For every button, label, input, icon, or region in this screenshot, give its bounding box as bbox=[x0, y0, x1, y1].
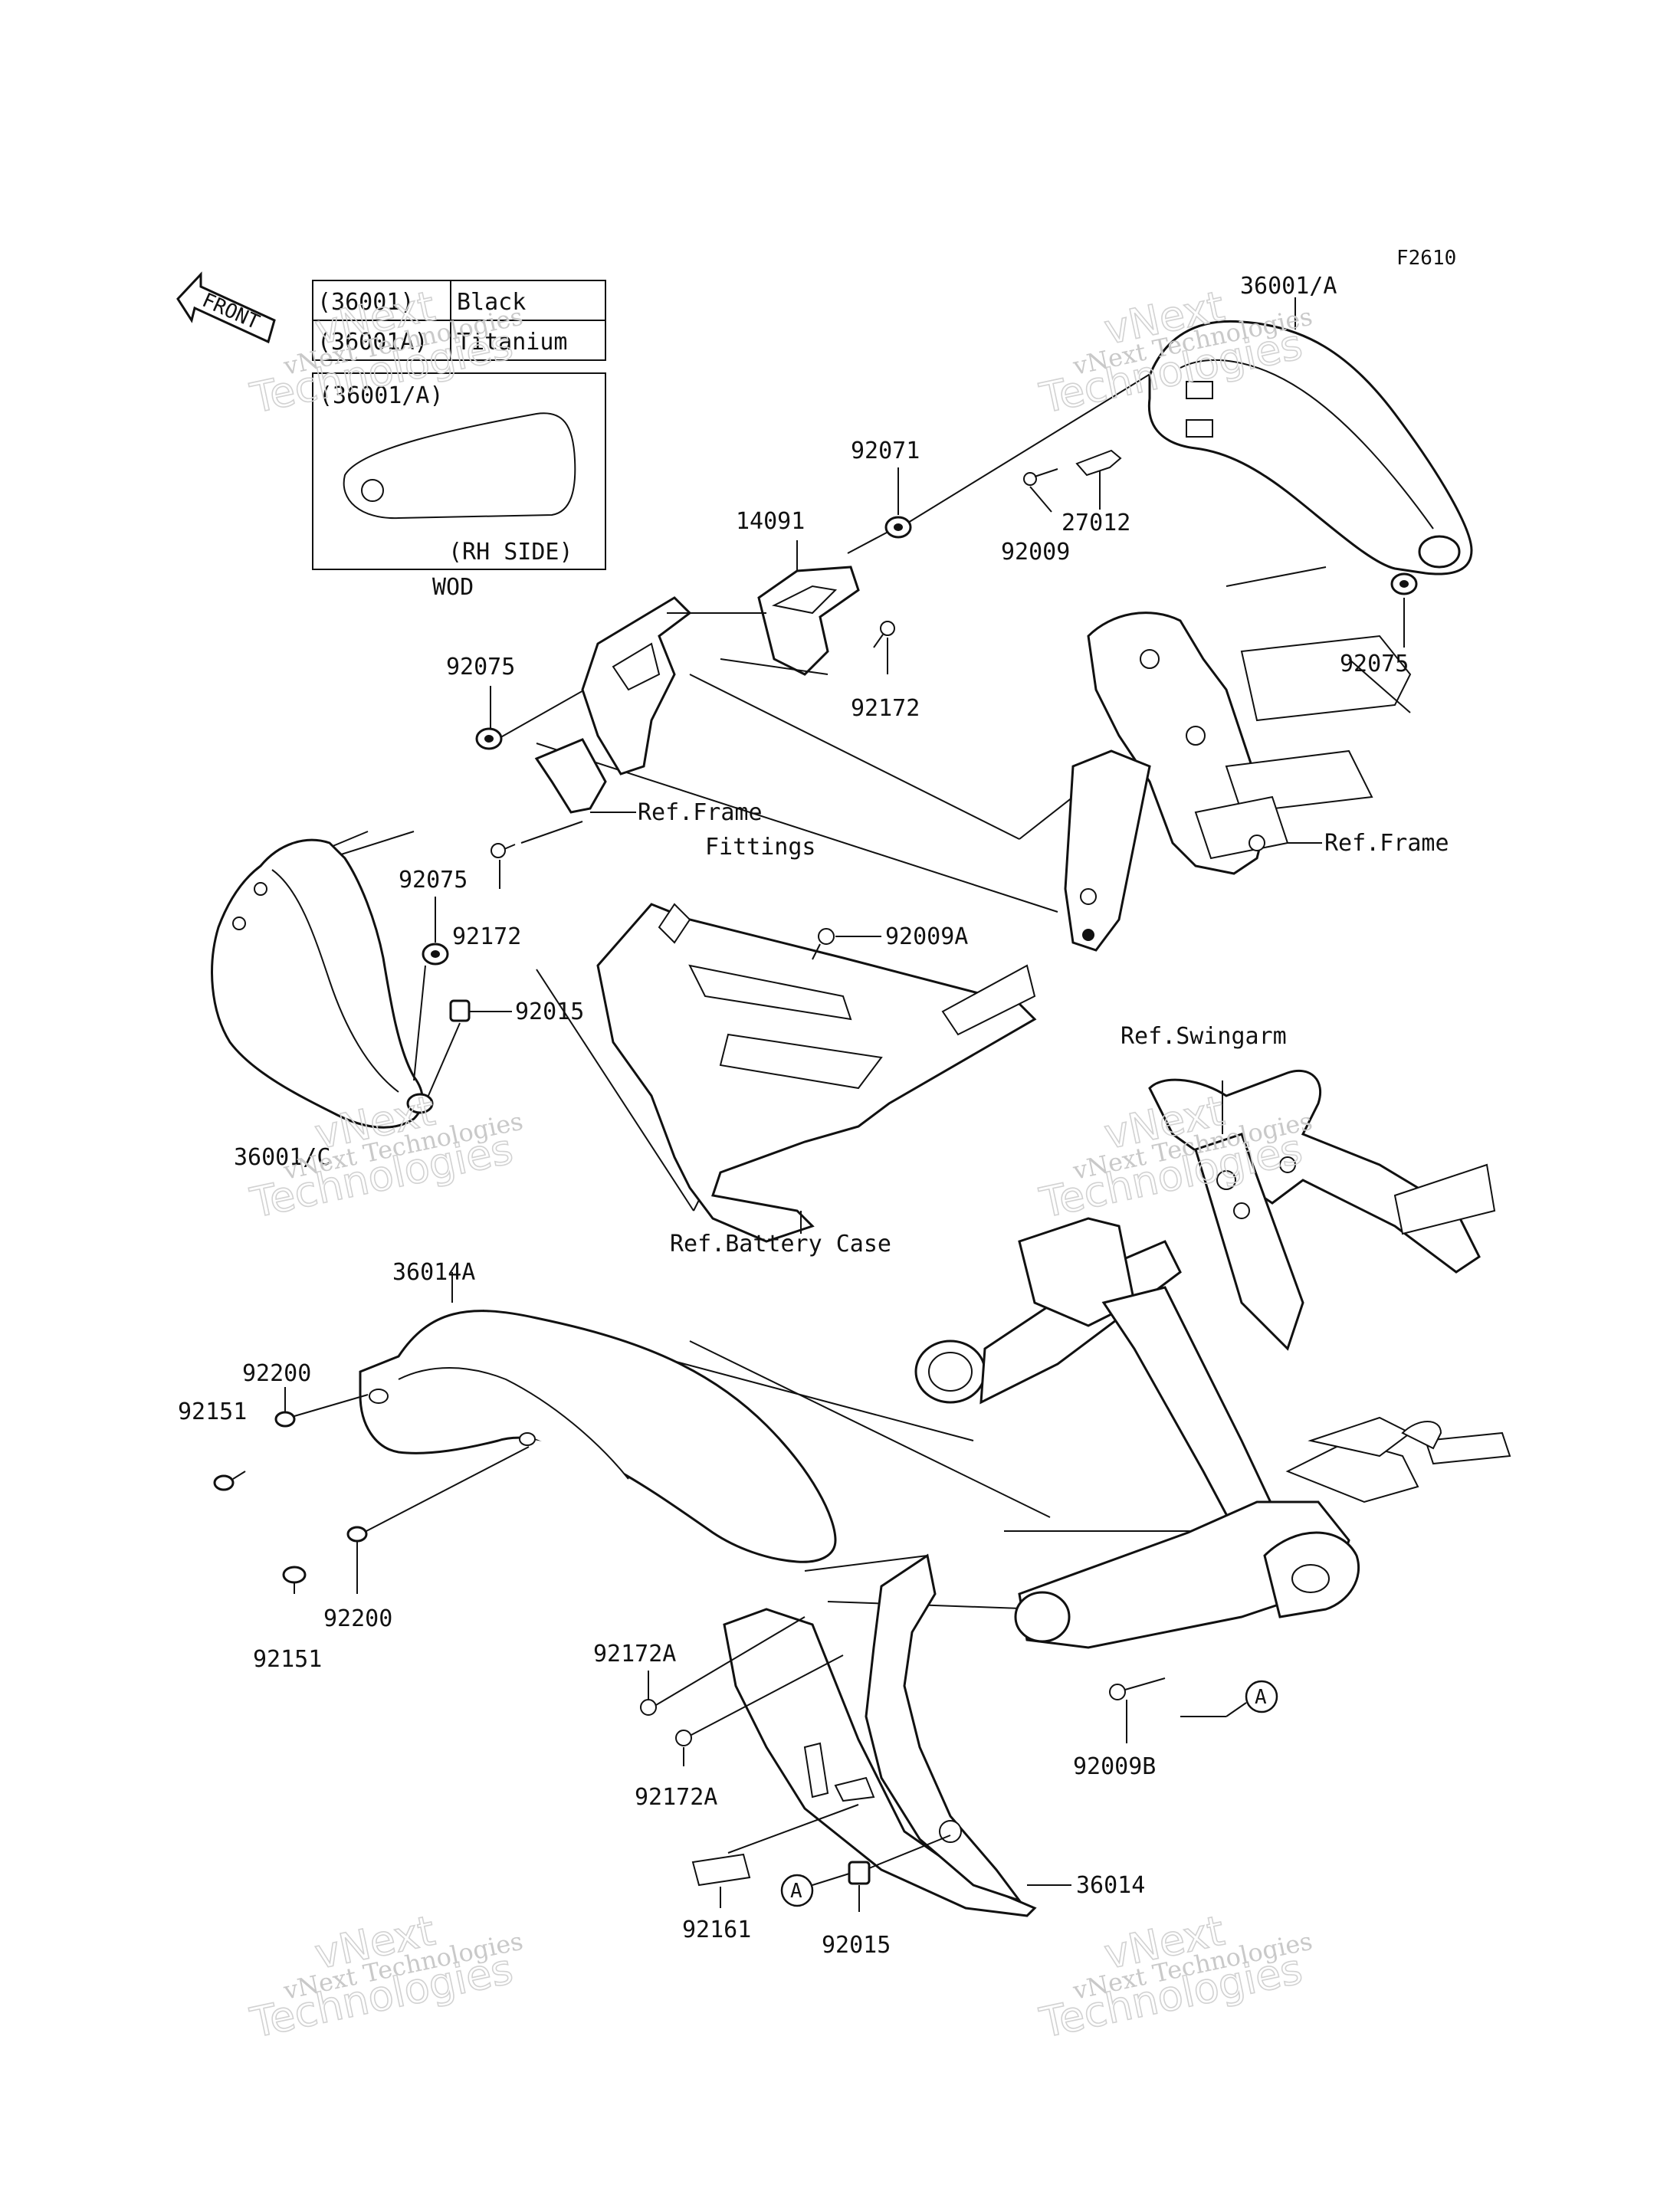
bracket-27012 bbox=[1075, 449, 1122, 510]
grommet-92075-right-icon bbox=[1390, 572, 1418, 595]
figure-code: F2610 bbox=[1396, 247, 1456, 270]
callout-92200-top: 92200 bbox=[242, 1360, 311, 1387]
callout-92015-left: 92015 bbox=[515, 998, 584, 1025]
callout-92075-left: 92075 bbox=[446, 654, 515, 680]
callout-ref-frame-fittings-2: Fittings bbox=[705, 834, 816, 861]
callout-92009b: 92009B bbox=[1073, 1753, 1156, 1780]
callout-92009a: 92009A bbox=[885, 923, 968, 950]
color-table-color-2: Titanium bbox=[457, 329, 568, 356]
marker-a-right: A bbox=[1180, 1680, 1278, 1717]
callout-92172-left: 92172 bbox=[452, 923, 521, 950]
callout-36001a: 36001/A bbox=[1240, 273, 1337, 300]
callout-92172a-top: 92172A bbox=[593, 1641, 676, 1667]
grommet-92075-mid-icon bbox=[413, 943, 449, 1081]
callout-14091: 14091 bbox=[736, 508, 805, 535]
ref-swingarm bbox=[914, 1069, 1511, 1649]
washer-92200-bottom-icon bbox=[346, 1446, 530, 1543]
color-table: (36001) Black (36001A) Titanium bbox=[312, 280, 606, 361]
label-92161-icon bbox=[691, 1804, 859, 1908]
bolt-92151-bottom-icon bbox=[282, 1566, 307, 1594]
callout-ref-frame: Ref.Frame bbox=[1324, 830, 1449, 857]
screw-92172a-top-icon bbox=[640, 1616, 806, 1716]
callout-92161: 92161 bbox=[682, 1917, 751, 1943]
inset-side-label: (RH SIDE) bbox=[448, 539, 573, 566]
color-table-part-2: (36001A) bbox=[317, 329, 428, 356]
screw-92009b-icon bbox=[1109, 1677, 1166, 1743]
screw-92172-left-icon bbox=[491, 821, 583, 858]
callout-92172a-bottom: 92172A bbox=[635, 1784, 717, 1811]
chain-guard-36014 bbox=[723, 1553, 1037, 1917]
side-cover-36001c bbox=[211, 838, 434, 1129]
callout-92015-bottom: 92015 bbox=[822, 1932, 891, 1959]
callout-92151-top: 92151 bbox=[178, 1399, 247, 1425]
grommet-92071-icon bbox=[884, 516, 912, 539]
screw-92172-top-icon bbox=[873, 621, 895, 648]
marker-a-right-label: A bbox=[1255, 1686, 1267, 1709]
callout-92200-bottom: 92200 bbox=[323, 1605, 392, 1632]
washer-92200-top-icon bbox=[274, 1394, 369, 1428]
chain-cover-36014a bbox=[359, 1272, 837, 1563]
bracket-14091 bbox=[534, 566, 860, 814]
callout-36014a: 36014A bbox=[392, 1259, 475, 1286]
inset-part-label: (36001/A) bbox=[319, 382, 444, 409]
inset-caption: WOD bbox=[432, 574, 474, 601]
marker-a-bottom: A bbox=[780, 1874, 814, 1907]
bolt-92009-icon bbox=[1023, 468, 1058, 486]
callout-92151-bottom: 92151 bbox=[253, 1646, 322, 1673]
collar-92015-bottom-icon bbox=[812, 1835, 951, 1912]
ref-battery-case bbox=[596, 903, 1037, 1243]
callout-92071: 92071 bbox=[851, 438, 920, 464]
callout-92172-top: 92172 bbox=[851, 695, 920, 722]
front-arrow-icon: FRONT bbox=[176, 271, 276, 344]
callout-27012: 27012 bbox=[1061, 510, 1130, 536]
color-table-part-1: (36001) bbox=[317, 289, 414, 316]
inset-rh-side: (36001/A) (RH SIDE) WOD bbox=[312, 372, 606, 601]
watermark-bottom-left: vNext Technologies vNext Technologies bbox=[245, 1906, 525, 2048]
callout-36014: 36014 bbox=[1076, 1872, 1145, 1899]
callout-92009: 92009 bbox=[1001, 539, 1070, 566]
side-cover-36001a bbox=[1147, 320, 1473, 575]
marker-a-bottom-label: A bbox=[790, 1880, 802, 1903]
callout-ref-frame-fittings-1: Ref.Frame bbox=[638, 799, 763, 826]
screw-92172a-bottom-icon bbox=[675, 1654, 844, 1766]
callout-leaders bbox=[284, 297, 1405, 1886]
screw-92009a-icon bbox=[812, 928, 835, 960]
collar-92015-left-icon bbox=[427, 999, 471, 1098]
watermark-bottom-right: vNext Technologies vNext Technologies bbox=[1035, 1906, 1314, 2048]
color-table-color-1: Black bbox=[457, 289, 526, 316]
callout-ref-swingarm: Ref.Swingarm bbox=[1121, 1023, 1287, 1050]
callout-92075-right: 92075 bbox=[1340, 651, 1409, 677]
callout-ref-battery-case: Ref.Battery Case bbox=[670, 1231, 891, 1258]
front-arrow-label: FRONT bbox=[199, 289, 263, 334]
grommet-92075-left-icon bbox=[475, 727, 503, 750]
callout-36001c: 36001/C bbox=[234, 1144, 330, 1171]
ref-frame bbox=[1064, 612, 1412, 952]
callout-92075-mid: 92075 bbox=[399, 867, 468, 894]
bolt-92151-top-icon bbox=[213, 1471, 246, 1491]
